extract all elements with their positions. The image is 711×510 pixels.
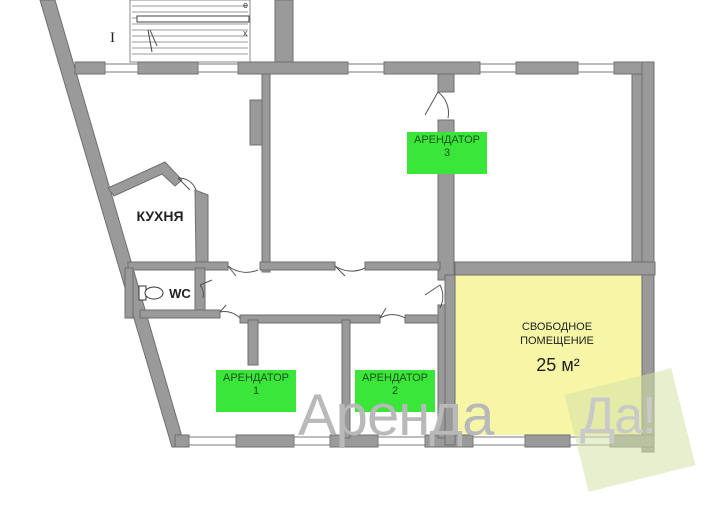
tenant-2-label: АРЕНДАТОР: [362, 372, 428, 384]
tenant-3-number: 3: [443, 147, 451, 159]
free-room-area: 25 м²: [536, 355, 580, 375]
kitchen-label: КУХНЯ: [136, 208, 184, 224]
free-room-title: СВОБОДНОЕ ПОМЕЩЕНИЕ: [520, 321, 594, 347]
svg-text:e: e: [243, 0, 248, 10]
tenant-3-badge: АРЕНДАТОР 3: [407, 132, 487, 174]
tenant-2-badge: АРЕНДАТОР 2: [355, 370, 435, 412]
svg-text:x: x: [243, 28, 248, 38]
tenant-3-label: АРЕНДАТОР: [414, 134, 480, 146]
toilet-icon: [138, 285, 164, 301]
watermark-text: Аренда: [298, 383, 494, 448]
tenant-1-badge: АРЕНДАТОР 1: [216, 370, 296, 412]
stair-marker: I: [110, 30, 115, 46]
door-swings: [149, 29, 449, 319]
wc-label: WC: [169, 286, 191, 301]
outer-wall-top: [74, 61, 655, 75]
watermark-badge-text: Да!: [580, 387, 657, 445]
tenant-1-label: АРЕНДАТОР: [223, 372, 289, 384]
tenant-1-number: 1: [252, 385, 260, 397]
staircase: e x: [129, 0, 251, 63]
tenant-2-number: 2: [391, 385, 399, 397]
